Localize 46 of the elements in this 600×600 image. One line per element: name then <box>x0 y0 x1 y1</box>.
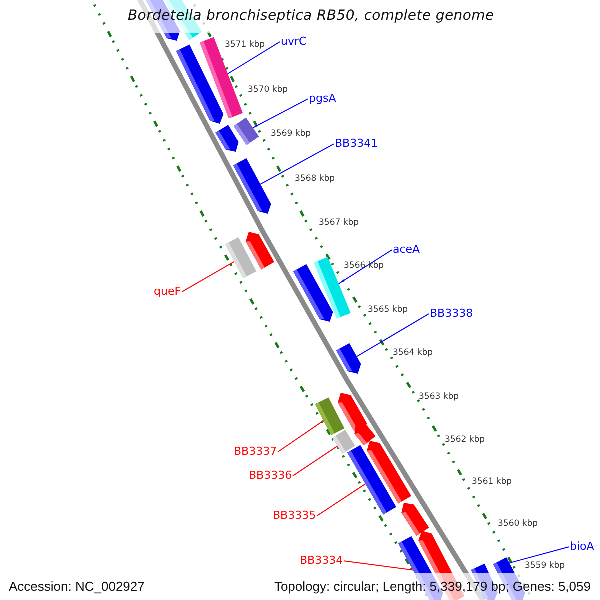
gene-label: queF <box>154 285 182 298</box>
position-label: 3570 kbp <box>248 85 288 96</box>
gene-label: BB3337 <box>234 445 278 458</box>
position-label: 3563 kbp <box>419 392 460 403</box>
leader-line <box>182 261 235 293</box>
position-label: 3564 kbp <box>393 348 434 359</box>
position-label: 3571 kbp <box>225 40 266 51</box>
leader-line <box>228 42 280 74</box>
gene-bar <box>225 238 257 278</box>
position-label: 3568 kbp <box>295 174 336 185</box>
gene-label: BB3341 <box>335 137 378 150</box>
gene-label: pgsA <box>309 92 336 105</box>
leader-line <box>356 314 430 358</box>
leader-line <box>292 446 338 477</box>
gene-bar <box>332 430 356 454</box>
leader-line <box>316 484 366 517</box>
position-label: 3559 kbp <box>525 561 566 572</box>
gene-label: BB3336 <box>249 469 292 482</box>
position-label: 3567 kbp <box>319 218 360 229</box>
position-label: 3565 kbp <box>368 305 408 316</box>
position-label: 3562 kbp <box>445 435 486 446</box>
gene-bar <box>315 398 345 436</box>
gene-block <box>293 264 334 322</box>
gene-block <box>402 503 430 536</box>
gene-label: BB3338 <box>430 307 474 320</box>
leader-line <box>338 250 392 284</box>
position-label: 3569 kbp <box>271 129 312 140</box>
gene-block <box>216 125 239 152</box>
gene-block <box>233 158 272 214</box>
gene-bar <box>234 118 260 146</box>
position-label: 3561 kbp <box>472 477 512 488</box>
gene-bar <box>348 445 396 515</box>
leader-line <box>252 98 308 128</box>
leader-line <box>278 420 324 453</box>
gene-label: bioA <box>570 540 594 553</box>
gene-label: BB3335 <box>273 509 316 522</box>
gene-label: BB3334 <box>300 554 344 567</box>
gene-block <box>354 424 376 446</box>
leader-line <box>260 144 334 185</box>
leader-line <box>509 546 570 564</box>
position-label: 3566 kbp <box>344 261 384 272</box>
leader-line <box>344 560 414 571</box>
position-label: 3560 kbp <box>498 519 538 530</box>
gene-block <box>336 343 362 374</box>
gene-label: aceA <box>393 243 420 256</box>
gene-label: uvrC <box>281 35 307 48</box>
